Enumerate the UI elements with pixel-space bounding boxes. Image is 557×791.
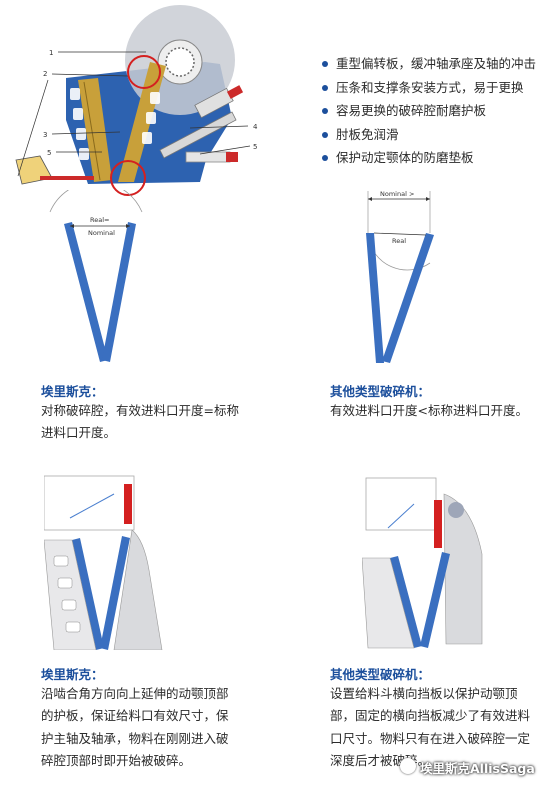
section-body-other-top: 有效进料口开度<标称进料口开度。 bbox=[330, 403, 528, 418]
moving-jaw bbox=[382, 233, 434, 363]
section-title-other-top: 其他类型破碎机： bbox=[330, 384, 431, 399]
spring-unit bbox=[185, 151, 231, 163]
wechat-logo-icon bbox=[400, 758, 416, 774]
section-title-other-bottom: 其他类型破碎机： bbox=[330, 667, 431, 682]
callout-5-left: 5 bbox=[47, 149, 51, 157]
symmetric-chamber-diagram: Real= Nominal bbox=[49, 190, 143, 362]
section-title-alis-top: 埃里斯克： bbox=[41, 384, 104, 399]
section-title-alis-bottom: 埃里斯克： bbox=[41, 667, 104, 682]
feature-item: 压条和支撑条安装方式，易于更换 bbox=[322, 76, 552, 100]
other-chamber-diagram: Nominal > Real bbox=[366, 190, 434, 363]
fixed-jaw bbox=[366, 233, 384, 363]
fixed-jaw bbox=[64, 222, 108, 362]
feature-item: 肘板免润滑 bbox=[322, 123, 552, 147]
callout-4: 4 bbox=[253, 123, 258, 131]
real-label: Real= bbox=[90, 216, 109, 224]
crusher-section-illustration: 1 2 3 5 4 5 bbox=[15, 5, 258, 196]
moving-jaw bbox=[420, 552, 450, 648]
section-body-alis-bottom: 沿啮合角方向向上延伸的动颚顶部 的护板，保证给料口有效尺寸，保 护主轴及轴承，物… bbox=[41, 686, 229, 769]
fixed-jaw-liner bbox=[78, 78, 112, 182]
feature-list: 重型偏转板，缓冲轴承座及轴的冲击 压条和支撑条安装方式，易于更换 容易更换的破碎… bbox=[322, 52, 552, 170]
section-body-other-bottom: 设置给料斗横向挡板以保护动颚顶 部，固定的横向挡板减少了有效进料 口尺寸。物料只… bbox=[330, 686, 531, 769]
feature-item: 重型偏转板，缓冲轴承座及轴的冲击 bbox=[322, 52, 552, 76]
fixed-jaw bbox=[390, 556, 422, 648]
watermark: 埃里斯克AllisSaga bbox=[420, 761, 535, 776]
moving-jaw bbox=[100, 536, 130, 650]
other-feed-opening-illustration bbox=[362, 477, 483, 649]
nominal-label: Nominal > bbox=[380, 190, 414, 198]
highlight-circle-top bbox=[127, 55, 161, 89]
feature-item: 容易更换的破碎腔耐磨护板 bbox=[322, 99, 552, 123]
highlight-circle-bottom bbox=[110, 160, 146, 196]
red-baffle bbox=[434, 500, 442, 548]
red-liner bbox=[124, 484, 132, 524]
callout-1: 1 bbox=[49, 49, 53, 57]
section-body-alis-top: 对称破碎腔，有效进料口开度=标称 进料口开度。 bbox=[41, 403, 239, 440]
callout-2: 2 bbox=[43, 70, 47, 78]
feature-item: 保护动定颚体的防磨垫板 bbox=[322, 146, 552, 170]
callout-5-right: 5 bbox=[253, 143, 257, 151]
moving-jaw bbox=[102, 222, 136, 362]
alis-feed-opening-illustration bbox=[44, 475, 163, 650]
nominal-label: Nominal bbox=[88, 229, 115, 237]
real-label: Real bbox=[392, 237, 406, 245]
fixed-jaw bbox=[72, 538, 104, 650]
toggle-plate bbox=[159, 111, 237, 159]
callout-3: 3 bbox=[43, 131, 47, 139]
